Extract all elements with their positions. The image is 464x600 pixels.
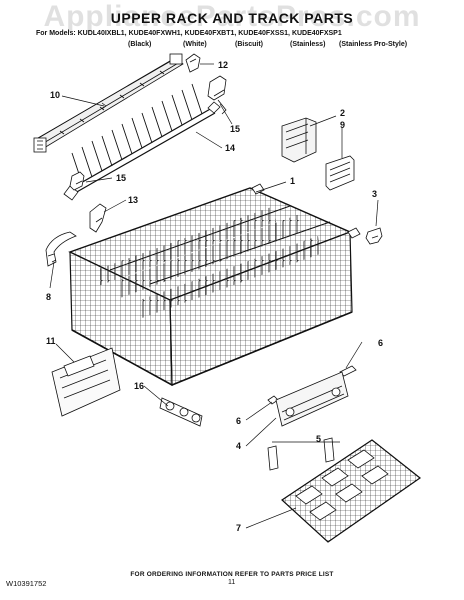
finish-black: (Black) [128, 41, 152, 48]
callout-15-lower: 15 [116, 173, 126, 183]
document-number: W10391752 [6, 579, 47, 588]
bumper-part-8 [45, 231, 77, 267]
callout-1: 1 [290, 176, 295, 186]
track-rail-part-10 [33, 53, 184, 153]
upper-rack-part-1 [68, 183, 361, 387]
callout-4: 4 [236, 441, 241, 451]
callout-8: 8 [46, 292, 51, 302]
callout-12: 12 [218, 60, 228, 70]
wheel-bracket-part-16 [159, 397, 203, 427]
callout-16: 16 [134, 381, 144, 391]
front-panel-part-11 [51, 347, 121, 417]
hinge-clip-part-15b [69, 171, 85, 191]
callout-5: 5 [316, 434, 321, 444]
callout-10: 10 [50, 90, 60, 100]
watermark: AppliancePartsPros.com [43, 0, 421, 33]
adjuster-housing-part-2 [281, 117, 317, 163]
callout-6-right: 6 [378, 338, 383, 348]
clip-part-12 [185, 53, 201, 73]
callout-13: 13 [128, 195, 138, 205]
adjuster-block-part-9 [325, 155, 355, 191]
finish-biscuit: (Biscuit) [235, 41, 263, 48]
rack-clip-part-13 [89, 203, 107, 233]
finish-white: (White) [183, 41, 207, 48]
leader-lines [49, 63, 379, 529]
finish-stainless-pro-style: (Stainless Pro-Style) [339, 41, 408, 48]
callout-7: 7 [236, 523, 241, 533]
callout-11: 11 [46, 336, 56, 346]
models-line: For Models: KUDL40IXBL1, KUDE40FXWH1, KU… [36, 30, 342, 37]
callout-9: 9 [340, 120, 345, 130]
tray-part-7 [281, 439, 422, 543]
page-number: 11 [228, 579, 236, 586]
small-clip-part-3 [365, 227, 383, 245]
callout-6-left: 6 [236, 416, 241, 426]
hinge-clip-part-15a [207, 75, 227, 115]
callout-15-upper: 15 [230, 124, 240, 134]
callout-2: 2 [340, 108, 345, 118]
tine-row-part-14 [63, 83, 221, 201]
ordering-info-footer: FOR ORDERING INFORMATION REFER TO PARTS … [130, 571, 334, 578]
callout-14: 14 [225, 143, 235, 153]
finish-stainless: (Stainless) [290, 41, 326, 48]
page-title: UPPER RACK AND TRACK PARTS [110, 10, 354, 26]
stop-parts-part-5 [267, 437, 335, 471]
slide-assembly-part-4 [275, 371, 349, 427]
callout-3: 3 [372, 189, 377, 199]
